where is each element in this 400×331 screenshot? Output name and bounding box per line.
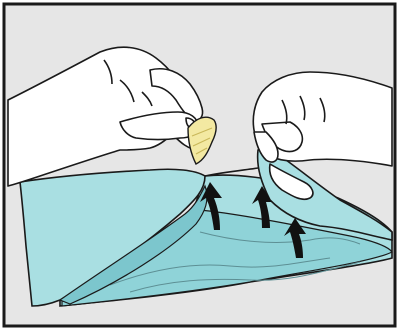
left-hand-icon (7, 46, 211, 187)
pouch-wrinkle (109, 257, 331, 286)
pouch-left-flap (19, 168, 206, 307)
peel-tab-icon (187, 116, 217, 165)
up-arrow-icon (200, 182, 222, 230)
pouch-wrinkle (129, 261, 361, 293)
pouch-left-flap-fold (58, 184, 208, 305)
pouch-wrinkle (199, 231, 361, 245)
up-arrow-icon (252, 186, 272, 228)
peel-direction-arrows (200, 182, 306, 258)
pouch-seal-edge (204, 167, 259, 177)
up-arrow-icon (284, 218, 306, 258)
right-hand-icon (252, 71, 393, 201)
